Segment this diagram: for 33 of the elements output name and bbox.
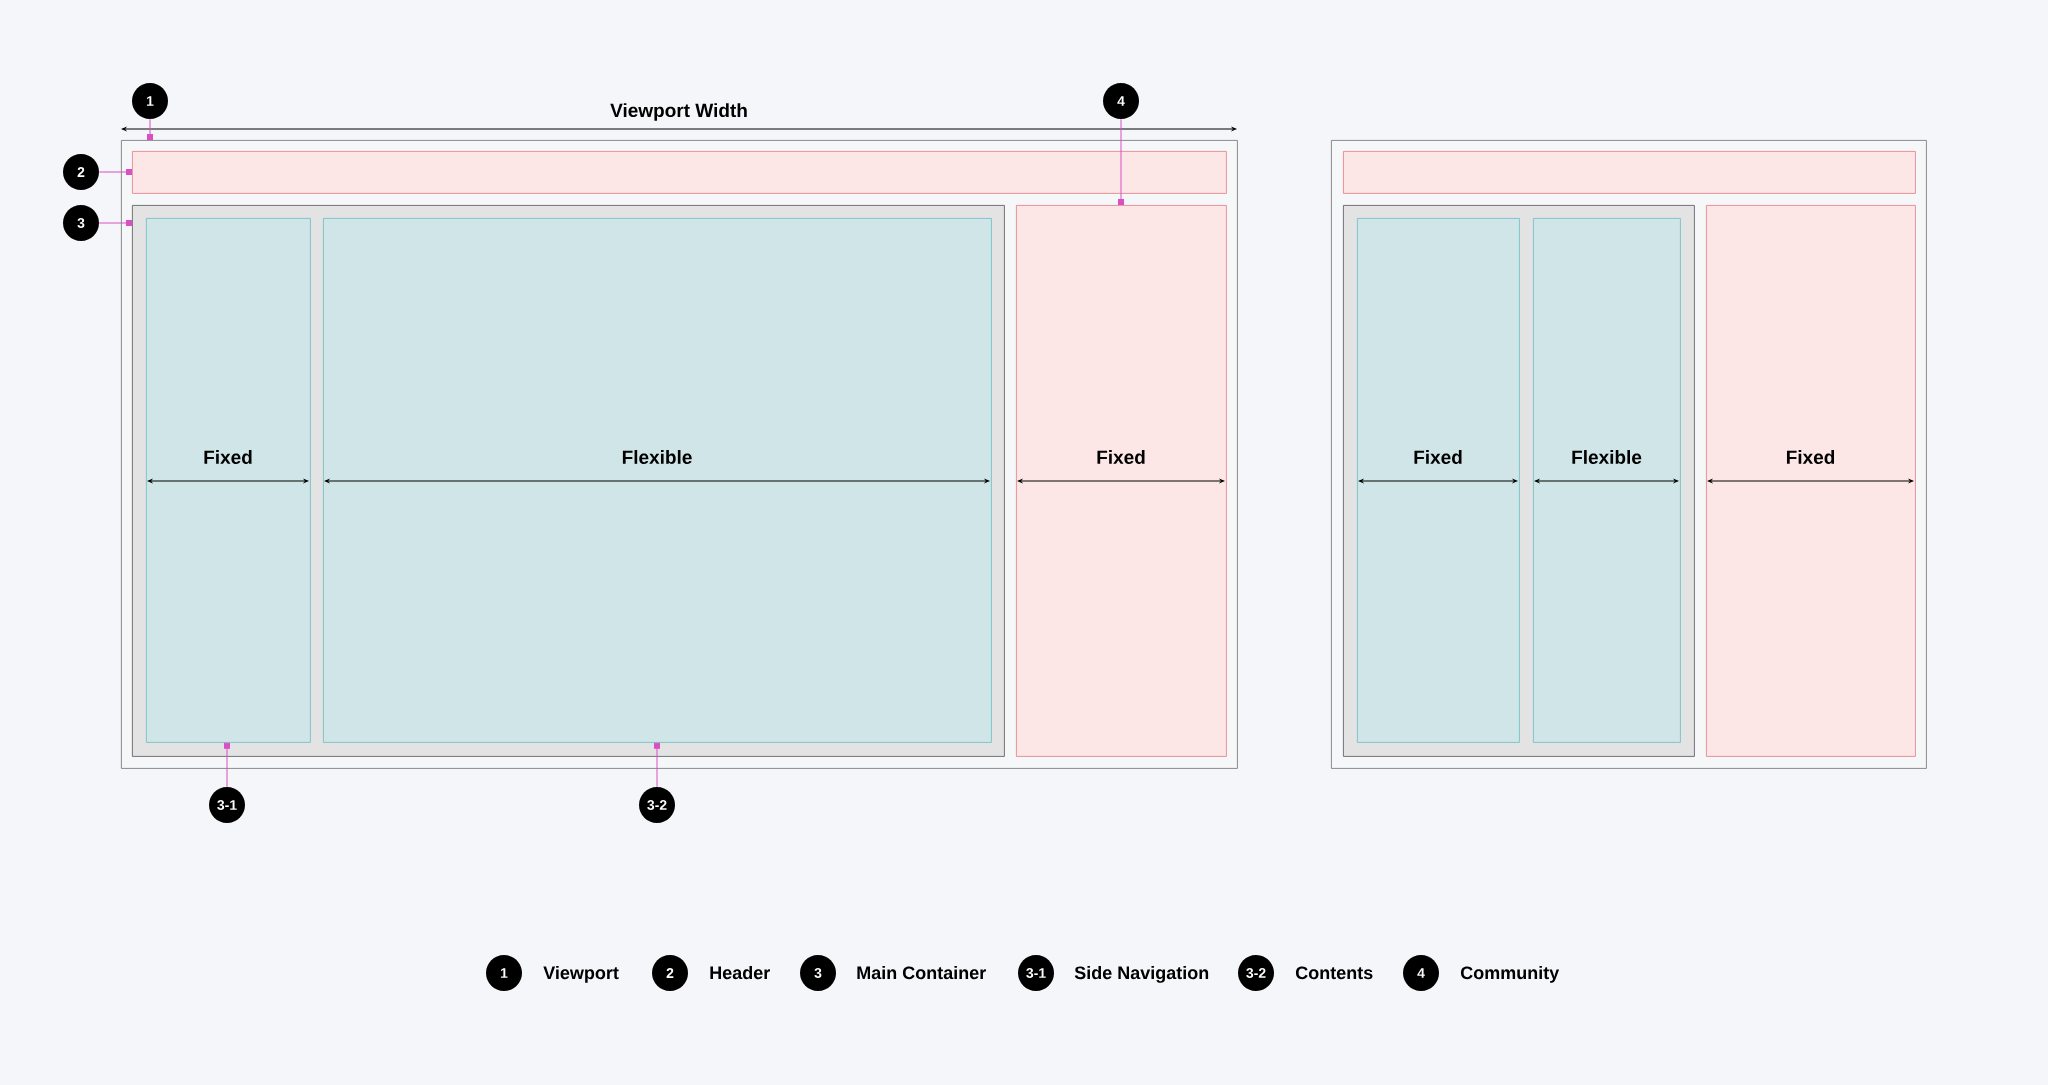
- callout-number: 3-2: [639, 787, 675, 823]
- callout-number: 3-1: [209, 787, 245, 823]
- column-box: Fixed: [1357, 218, 1520, 743]
- legend-label: Community: [1460, 965, 1560, 983]
- callout-number: 2: [63, 154, 99, 190]
- legend-number: 1: [486, 955, 522, 991]
- callout-number: 4: [1103, 83, 1139, 119]
- column-box: Flexible: [1533, 218, 1681, 743]
- legend-label: Contents: [1295, 966, 1373, 980]
- callout-number: 3: [63, 205, 99, 241]
- leader-line: [1118, 118, 1124, 205]
- legend-label: Main Container: [857, 965, 986, 980]
- legend-label: Side Navigation: [1074, 965, 1209, 983]
- column-box: Flexible: [323, 218, 992, 743]
- legend-number: 2: [652, 955, 688, 991]
- legend-number: 3-2: [1238, 955, 1274, 991]
- legend-label: Header: [710, 965, 770, 980]
- legend-label: Viewport: [543, 965, 619, 983]
- legend-number: 4: [1403, 955, 1439, 991]
- leader-line: [224, 742, 230, 788]
- leader-line: [654, 742, 660, 788]
- leader-line: [147, 118, 153, 140]
- header-bar: [132, 151, 1227, 194]
- legend-number: 3: [800, 955, 836, 991]
- leader-line: [98, 220, 132, 226]
- column-box: Fixed: [1016, 205, 1227, 757]
- callout-number: 1: [132, 83, 168, 119]
- column-box: Fixed: [1706, 205, 1916, 757]
- header-bar: [1343, 151, 1916, 194]
- dimension-label: Viewport Width: [610, 103, 747, 121]
- legend-number: 3-1: [1018, 955, 1054, 991]
- leader-line: [98, 169, 132, 175]
- column-box: Fixed: [146, 218, 311, 743]
